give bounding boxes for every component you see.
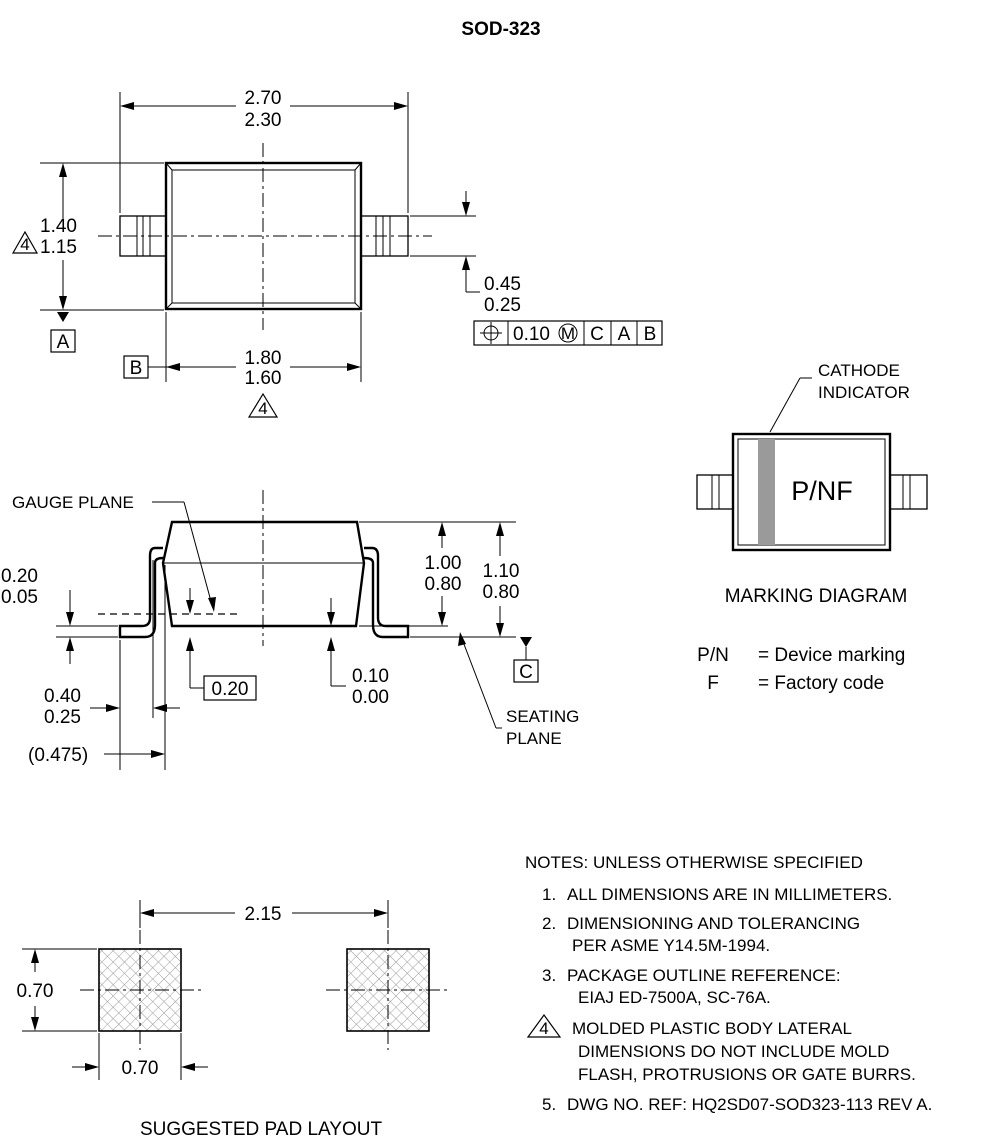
svg-text:A: A [618, 324, 631, 345]
dim-pad-height: 0.70 [17, 981, 54, 1002]
side-lead-right [363, 546, 410, 639]
svg-text:C: C [519, 662, 533, 683]
cathode-stripe [758, 439, 775, 545]
note-4-flag-body [247, 392, 279, 418]
legend-key-f: F [707, 673, 719, 694]
svg-text:B: B [130, 358, 143, 379]
dim-foot-max: 0.20 [1, 566, 38, 587]
svg-text:4: 4 [258, 399, 267, 418]
dim-lead-max: 0.45 [484, 274, 521, 295]
note-2-line-1: DIMENSIONING AND TOLERANCING [567, 914, 860, 933]
dim-reference: (0.475) [28, 745, 88, 766]
note-3-line-1: PACKAGE OUTLINE REFERENCE: [567, 966, 841, 985]
dim-foot-min: 0.05 [1, 587, 38, 608]
note-3-line-2: EIAJ ED-7500A, SC-76A. [578, 988, 771, 1007]
dim-total-height-max: 1.10 [483, 561, 520, 582]
dim-total-height-min: 0.80 [483, 582, 520, 603]
dim-width-min: 2.30 [245, 110, 282, 131]
side-lead-left [118, 546, 164, 639]
marking-lead-left [696, 474, 734, 510]
note-2-num: 2. [542, 914, 556, 933]
note-4-line-3: FLASH, PROTRUSIONS OR GATE BURRS. [578, 1065, 916, 1084]
dim-lead-length-max: 0.40 [44, 686, 81, 707]
mmc-modifier-icon [558, 323, 578, 343]
dim-standoff-max: 0.10 [352, 666, 389, 687]
dim-gauge: 0.20 [212, 679, 249, 700]
note-4-line-1: MOLDED PLASTIC BODY LATERAL [572, 1019, 852, 1038]
note-5-line-1: DWG NO. REF: HQ2SD07-SOD323-113 REV A. [567, 1095, 932, 1114]
dim-standoff-min: 0.00 [352, 687, 389, 708]
marking-code: P/NF [791, 476, 853, 506]
dim-height-max: 1.40 [40, 216, 77, 237]
gauge-dim-box [203, 675, 257, 701]
legend-desc-pn: = Device marking [758, 645, 905, 666]
feature-control-frame: 0.10 M C A B [473, 320, 663, 346]
dim-height-min: 1.15 [40, 237, 77, 258]
note-4-line-2: DIMENSIONS DO NOT INCLUDE MOLD [578, 1042, 889, 1061]
svg-text:0.10: 0.10 [513, 324, 550, 345]
pad-layout: 2.15 0.70 0.70 SUGGESTED PAD LAYOUT [17, 900, 450, 1140]
dim-lead-length-min: 0.25 [44, 707, 81, 728]
svg-text:B: B [644, 324, 657, 345]
dim-body-height-min: 0.80 [425, 574, 462, 595]
dim-lead-min: 0.25 [484, 295, 521, 316]
seating-plane-label-1: SEATING [506, 707, 579, 726]
svg-text:M: M [561, 324, 575, 343]
cathode-label-2: INDICATOR [818, 383, 910, 402]
datum-a [50, 329, 76, 353]
dim-body-min: 1.60 [245, 368, 282, 389]
note-2-line-2: PER ASME Y14.5M-1994. [572, 936, 770, 955]
notes: NOTES: UNLESS OTHERWISE SPECIFIED 1. ALL… [525, 853, 932, 1114]
cathode-label-1: CATHODE [818, 361, 900, 380]
legend-desc-f: = Factory code [758, 673, 884, 694]
dim-body-max: 1.80 [245, 348, 282, 369]
datum-b [123, 355, 149, 379]
svg-text:4: 4 [20, 235, 29, 254]
drawing-title: SOD-323 [461, 19, 540, 40]
pad-layout-caption: SUGGESTED PAD LAYOUT [140, 1119, 383, 1140]
marking-diagram: CATHODE INDICATOR P/NF MARKING DIAGRAM P… [696, 361, 928, 694]
note-1-num: 1. [542, 885, 556, 904]
dim-pad-width: 0.70 [122, 1058, 159, 1079]
note-4-num: 4 [539, 1019, 548, 1038]
svg-text:C: C [590, 324, 604, 345]
side-view: GAUGE PLANE 1.00 0.80 1.10 0.80 C SEATIN… [1, 490, 579, 770]
gauge-plane-label: GAUGE PLANE [12, 493, 134, 512]
note-3-num: 3. [542, 966, 556, 985]
dim-body-height-max: 1.00 [425, 553, 462, 574]
note-4-flag [526, 1013, 562, 1038]
datum-c [513, 659, 539, 683]
seating-plane-label-2: PLANE [506, 729, 562, 748]
note-4-flag-top [11, 230, 39, 254]
dim-width-max: 2.70 [245, 88, 282, 109]
svg-text:A: A [57, 332, 70, 353]
marking-lead-right [889, 474, 928, 510]
top-view: 2.70 2.30 4 1.40 1.15 A 0.45 0.25 [11, 88, 663, 418]
dim-pad-pitch: 2.15 [245, 904, 282, 925]
note-5-num: 5. [542, 1095, 556, 1114]
legend-key-pn: P/N [697, 645, 729, 666]
note-1-line-1: ALL DIMENSIONS ARE IN MILLIMETERS. [567, 885, 892, 904]
marking-caption: MARKING DIAGRAM [725, 586, 908, 607]
notes-header: NOTES: UNLESS OTHERWISE SPECIFIED [525, 853, 863, 872]
